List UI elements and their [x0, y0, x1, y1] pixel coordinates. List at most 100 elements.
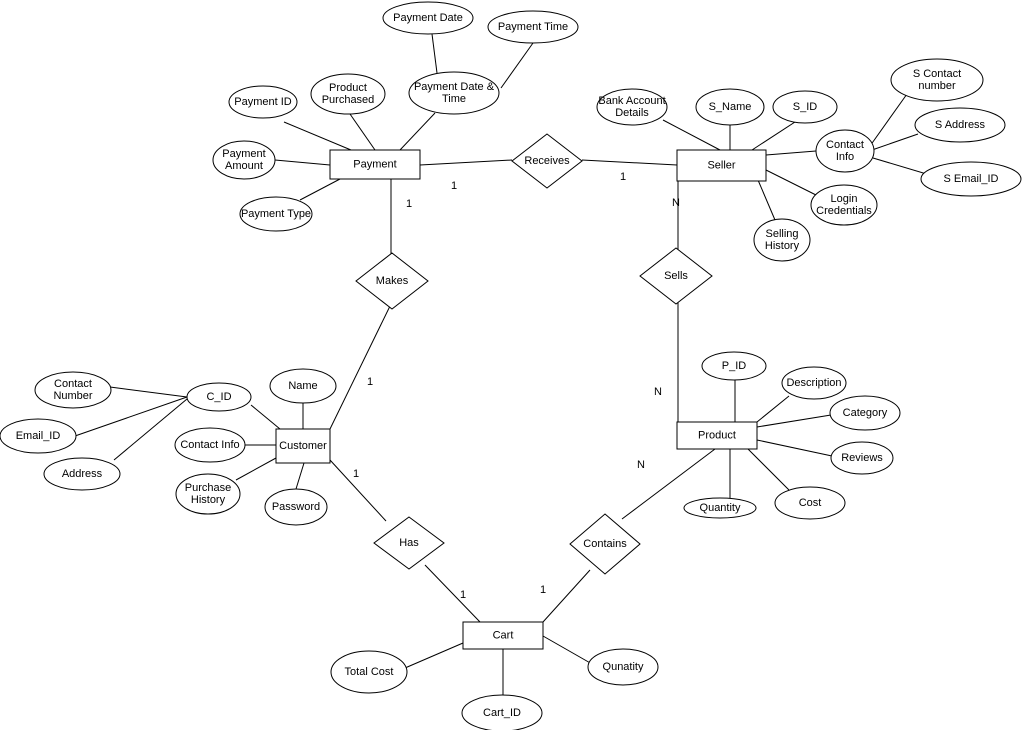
node-label: Has: [399, 537, 419, 549]
relationship-sells: Sells: [639, 247, 713, 305]
connector-line: [542, 569, 591, 623]
relationship-has: Has: [373, 516, 445, 570]
attribute-ellipse: [330, 650, 408, 694]
connector-line: [235, 457, 277, 481]
connector-line: [329, 459, 387, 522]
node-label: Login: [831, 193, 858, 205]
node-label: Total Cost: [345, 666, 394, 678]
node-label: Sells: [664, 270, 688, 282]
cardinality-cart-contains: 1: [540, 584, 546, 596]
attribute-ellipse: [920, 161, 1022, 197]
node-label: S_Name: [709, 101, 752, 113]
node-label: History: [765, 240, 800, 252]
attribute-ellipse: [753, 218, 811, 262]
connector-line: [109, 386, 188, 398]
node-label: Contact: [826, 139, 864, 151]
attribute-contact-info-customer: Contact Info: [174, 427, 246, 463]
node-label: Contact Info: [180, 439, 239, 451]
attribute-quantity: Quantity: [683, 497, 757, 519]
node-label: Number: [53, 390, 92, 402]
cardinality-seller-receives: 1: [620, 171, 626, 183]
attribute-ellipse: [487, 10, 579, 44]
attribute-ellipse: [310, 73, 386, 115]
node-label: Qunatity: [603, 661, 644, 673]
connector-line: [581, 159, 678, 166]
entity-payment: Payment: [329, 149, 421, 180]
attribute-payment-time: Payment Time: [487, 10, 579, 44]
node-label: Credentials: [816, 205, 872, 217]
entity-product: Product: [676, 421, 758, 450]
node-label: Info: [836, 151, 854, 163]
attribute-ellipse: [43, 457, 121, 491]
connector-line: [424, 564, 481, 623]
attribute-ellipse: [695, 88, 765, 126]
attribute-ellipse: [683, 497, 757, 519]
relationship-diamond: [639, 247, 713, 305]
cardinality-payment-makes: 1: [406, 198, 412, 210]
node-label: number: [918, 80, 956, 92]
node-label: S_ID: [793, 101, 818, 113]
connector-line: [274, 159, 331, 166]
attribute-ellipse: [772, 90, 838, 124]
attribute-email-id: Email_ID: [0, 418, 77, 454]
node-label: Receives: [524, 155, 570, 167]
attribute-ellipse: [174, 427, 246, 463]
attribute-ellipse: [264, 488, 328, 526]
connector-line: [500, 42, 534, 89]
connector-line: [756, 414, 832, 428]
attribute-name: Name: [269, 368, 337, 404]
attribute-ellipse: [774, 486, 846, 520]
attribute-ellipse: [701, 351, 767, 381]
attribute-ellipse: [596, 88, 668, 126]
attribute-ellipse: [34, 371, 112, 409]
node-label: Payment: [353, 159, 396, 171]
attribute-ellipse: [186, 382, 252, 412]
node-label: Address: [62, 468, 103, 480]
node-label: Product: [329, 82, 367, 94]
attribute-ellipse: [587, 648, 659, 686]
node-label: S Address: [935, 119, 986, 131]
connector-line: [747, 448, 790, 491]
node-label: S Email_ID: [943, 173, 998, 185]
node-label: Payment Time: [498, 21, 568, 33]
connector-line: [621, 448, 716, 520]
cardinality-product-sells: N: [654, 386, 662, 398]
connector-line: [765, 150, 817, 156]
node-label: S Contact: [913, 68, 961, 80]
attribute-ellipse: [815, 129, 875, 173]
connector-line: [765, 169, 819, 197]
attribute-ellipse: [890, 58, 984, 102]
entity-cart: Cart: [462, 621, 544, 650]
attribute-ellipse: [914, 107, 1006, 143]
node-label: Product: [698, 430, 736, 442]
node-label: Makes: [376, 275, 409, 287]
node-label: Details: [615, 107, 649, 119]
cardinality-customer-makes: 1: [367, 376, 373, 388]
attribute-payment-type: Payment Type: [239, 196, 313, 232]
connector-line: [756, 395, 790, 423]
attribute-total-cost: Total Cost: [330, 650, 408, 694]
attribute-password: Password: [264, 488, 328, 526]
node-label: Email_ID: [16, 430, 61, 442]
attribute-s-name: S_Name: [695, 88, 765, 126]
attribute-payment-date: Payment Date: [382, 1, 474, 35]
node-label: Seller: [707, 160, 735, 172]
connector-line: [299, 178, 341, 201]
node-label: Purchased: [322, 94, 375, 106]
connector-line: [751, 121, 796, 151]
entity-seller: Seller: [676, 149, 767, 182]
node-label: Purchase: [185, 482, 231, 494]
attribute-description: Description: [781, 366, 847, 400]
connector-line: [404, 642, 464, 669]
attribute-s-id: S_ID: [772, 90, 838, 124]
node-label: Bank Account: [598, 95, 665, 107]
connector-line: [871, 133, 919, 151]
attribute-s-email-id: S Email_ID: [920, 161, 1022, 197]
attribute-ellipse: [830, 441, 894, 475]
cardinality-seller-sells: N: [672, 197, 680, 209]
